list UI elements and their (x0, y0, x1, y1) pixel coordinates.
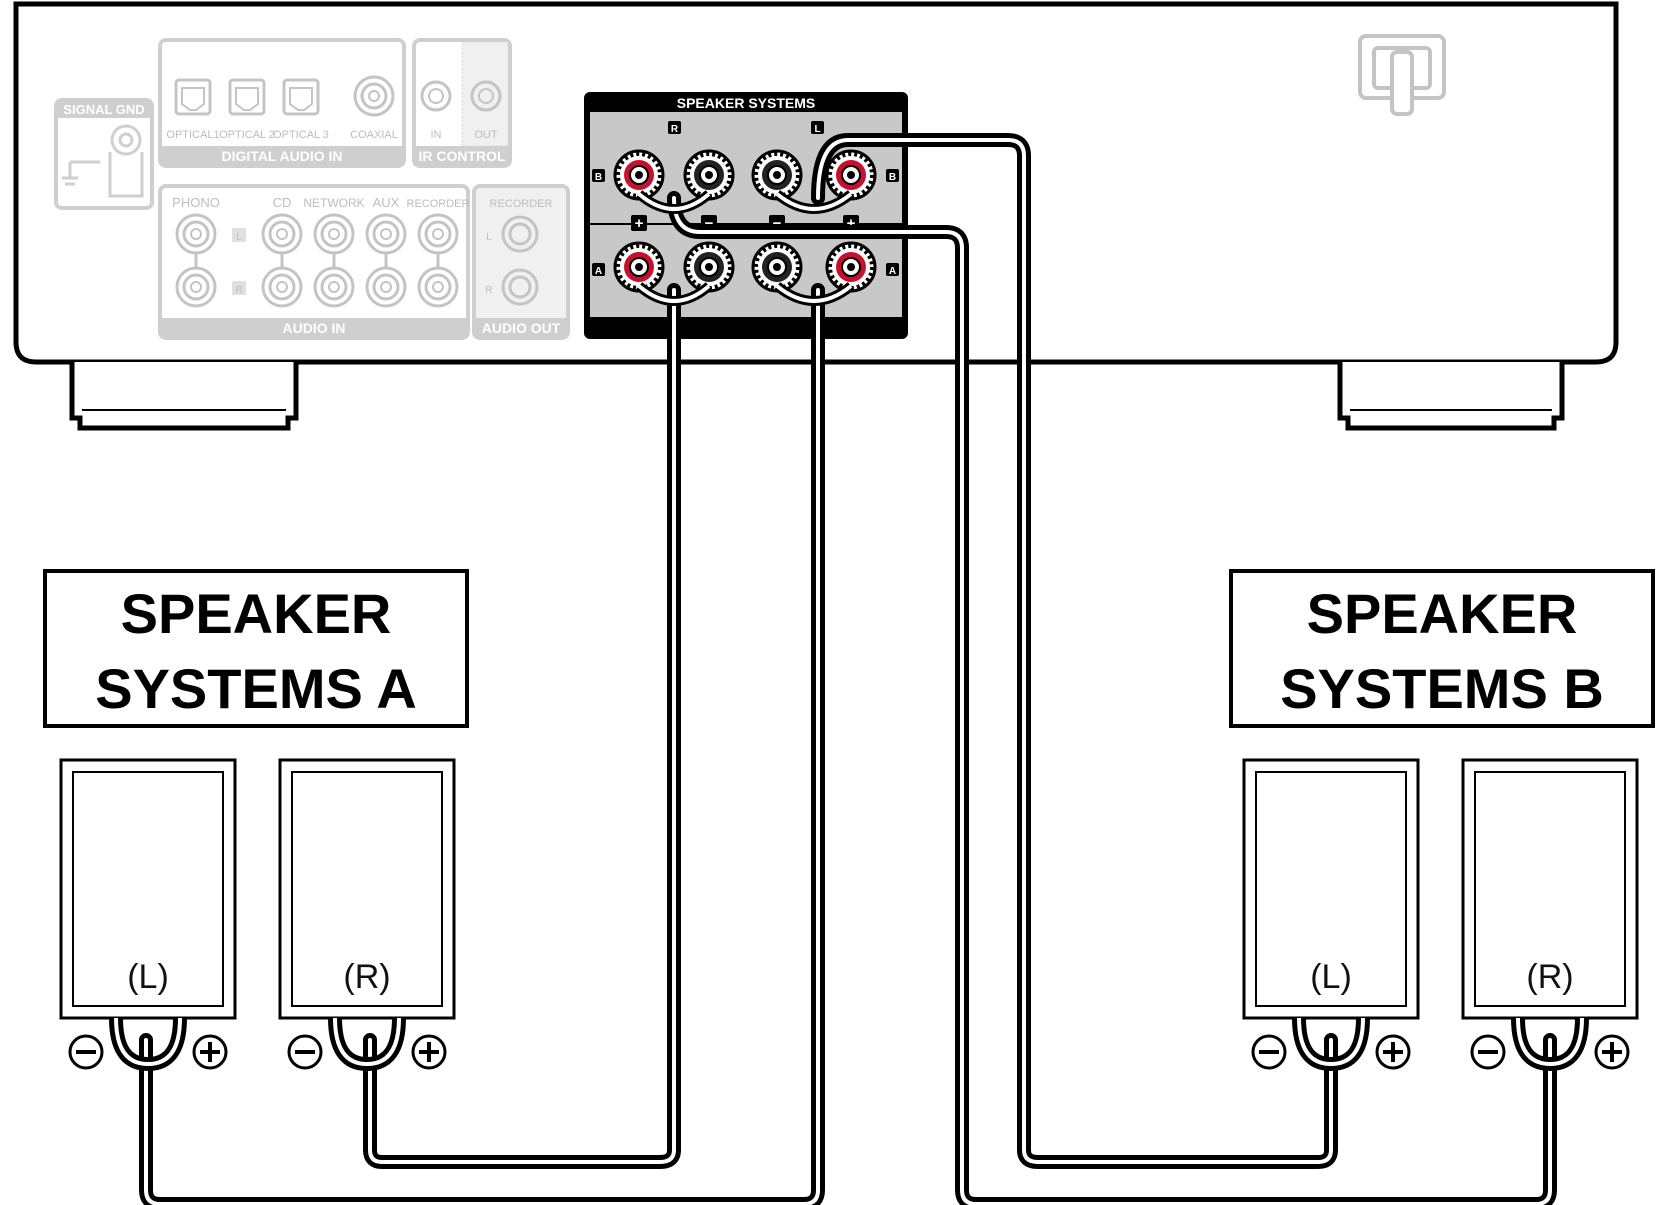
speaker-terminal-pair (1470, 1017, 1630, 1072)
terminal-row-a-left: A (595, 266, 602, 277)
optical2-port-icon (228, 78, 266, 116)
binding-post-minus-icon (683, 149, 735, 201)
phono-label: PHONO (172, 195, 220, 210)
right-foot (1337, 362, 1565, 431)
speaker-systems-b-label-box: SPEAKER SYSTEMS B (1229, 569, 1655, 728)
speaker-terminal-pair (68, 1017, 228, 1072)
audio-out-title: AUDIO OUT (482, 320, 561, 336)
binding-post-plus-icon (825, 241, 877, 293)
group-a-line1: SPEAKER (121, 582, 392, 645)
polarity-plus-r: + (635, 215, 644, 232)
optical2-label: OPTICAL 2 (219, 129, 275, 141)
rca-jack-icon (313, 213, 355, 255)
optical1-port-icon (174, 78, 212, 116)
signal-gnd-terminal: SIGNAL GND (54, 98, 154, 210)
audio-in-title: AUDIO IN (283, 320, 346, 336)
group-b-line1: SPEAKER (1307, 582, 1578, 645)
speaker-b-right: (R) (1461, 758, 1639, 1020)
speaker-systems-title: SPEAKER SYSTEMS (677, 95, 815, 111)
ir-in-jack-icon (420, 80, 452, 112)
aux-label: AUX (373, 195, 400, 210)
network-label: NETWORK (303, 196, 364, 210)
coaxial-label: COAXIAL (350, 129, 398, 141)
audio-out-channel-l: L (486, 232, 492, 243)
plus-terminal-icon (1594, 1034, 1630, 1070)
speaker-terminal-pair (1251, 1017, 1411, 1072)
cd-label: CD (273, 195, 292, 210)
cable-b-left (811, 133, 1338, 1169)
cable-a-right (363, 283, 682, 1169)
terminal-row-b-right: B (889, 172, 896, 183)
plus-terminal-icon (192, 1034, 228, 1070)
digital-audio-in-title: DIGITAL AUDIO IN (221, 148, 342, 164)
ir-out-jack-icon (470, 80, 502, 112)
terminal-row-a-right: A (889, 266, 896, 277)
binding-post-plus-icon (613, 241, 665, 293)
polarity-minus-r: − (705, 215, 714, 232)
speaker-systems-a-label-box: SPEAKER SYSTEMS A (43, 569, 469, 728)
speaker-a-left: (L) (59, 758, 237, 1020)
minus-terminal-icon (1251, 1034, 1287, 1070)
ir-in-label: IN (431, 129, 442, 141)
minus-terminal-icon (68, 1034, 104, 1070)
cable-b-right (667, 191, 1557, 1205)
minus-terminal-icon (1470, 1034, 1506, 1070)
speaker-terminal-pair (287, 1017, 447, 1072)
optical1-label: OPTICAL1 (166, 129, 219, 141)
binding-post-plus-icon (825, 149, 877, 201)
speaker-b-left: (L) (1242, 758, 1420, 1020)
optical3-label: OPTICAL 3 (273, 129, 329, 141)
coaxial-port-icon (353, 75, 395, 117)
terminal-row-b-left: B (595, 172, 602, 183)
digital-audio-in-block: DIGITAL AUDIO IN OPTICAL1 OPTICAL 2 OPTI… (158, 38, 406, 168)
polarity-minus-l: − (773, 215, 782, 232)
binding-post-minus-icon (683, 241, 735, 293)
recorder-in-label: RECORDER (407, 198, 470, 210)
speaker-terminal-symbols (68, 1017, 1630, 1072)
cable-a-left (139, 283, 825, 1205)
recorder-out-label: RECORDER (490, 198, 553, 210)
binding-post-plus-icon (613, 149, 665, 201)
speaker-a-left-label: (L) (127, 958, 169, 996)
audio-out-channel-r: R (485, 285, 492, 296)
speaker-cables (139, 133, 1557, 1205)
recorder-out-r-jack-icon (501, 268, 539, 306)
speaker-a-right-label: (R) (343, 958, 390, 996)
terminal-channel-r: R (671, 124, 679, 135)
recorder-out-l-jack-icon (501, 215, 539, 253)
ir-control-block: IR CONTROL IN OUT (412, 38, 512, 168)
group-b-line2: SYSTEMS B (1280, 657, 1604, 720)
left-foot (69, 362, 299, 431)
binding-post-minus-icon (751, 241, 803, 293)
audio-in-channel-r: R (235, 285, 242, 296)
speaker-b-right-label: (R) (1526, 958, 1573, 996)
optical3-port-icon (282, 78, 320, 116)
group-a-line2: SYSTEMS A (95, 657, 417, 720)
signal-gnd-label: SIGNAL GND (63, 102, 144, 117)
plus-terminal-icon (411, 1034, 447, 1070)
audio-in-block: AUDIO IN PHONO CD NETWORK AUX RECORDER L… (158, 184, 470, 340)
speaker-a-right: (R) (278, 758, 456, 1020)
speaker-b-left-label: (L) (1310, 958, 1352, 996)
ac-inlet-icon (1358, 34, 1446, 116)
audio-in-jacks (175, 213, 459, 308)
audio-in-channel-l: L (236, 232, 242, 243)
binding-post-minus-icon (751, 149, 803, 201)
polarity-plus-l: + (847, 215, 856, 232)
plus-terminal-icon (1375, 1034, 1411, 1070)
ir-control-title: IR CONTROL (418, 148, 506, 164)
ir-out-label: OUT (474, 129, 498, 141)
speaker-systems-terminal-panel: SPEAKER SYSTEMS R L B B A A + − − + (584, 92, 908, 339)
terminal-channel-l: L (814, 124, 820, 135)
minus-terminal-icon (287, 1034, 323, 1070)
audio-out-block: AUDIO OUT RECORDER L R (472, 184, 570, 340)
